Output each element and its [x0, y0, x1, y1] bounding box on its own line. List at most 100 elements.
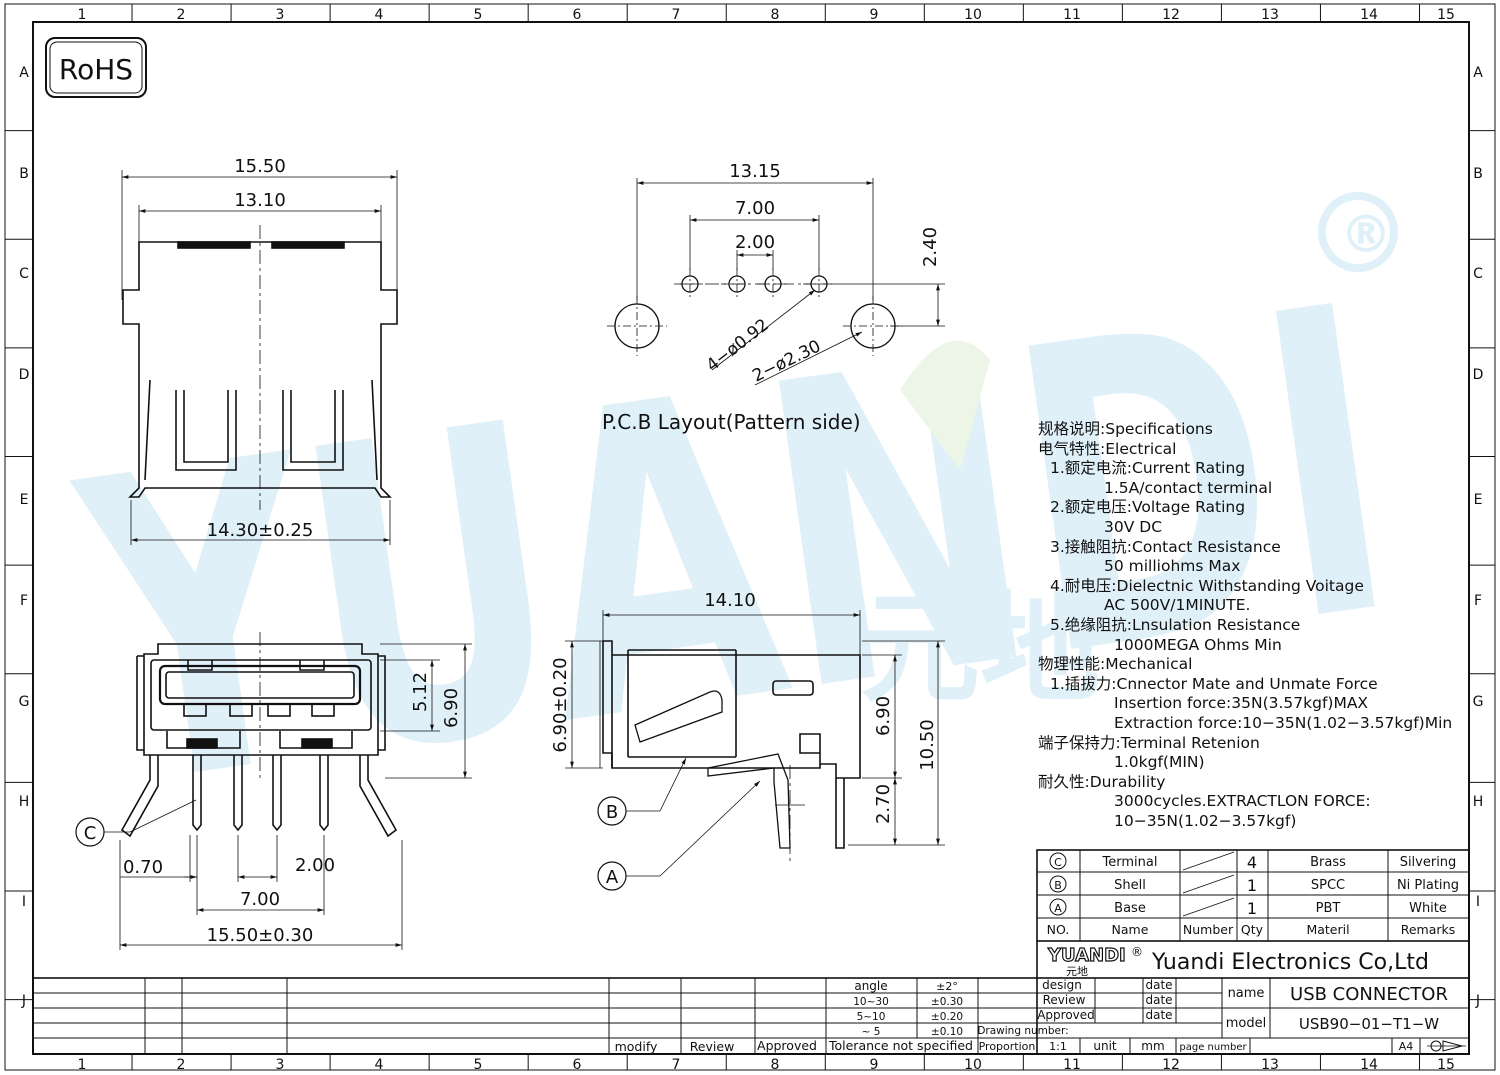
grid-labels: 1122334455667788991010111112121313141415… — [19, 7, 1484, 1073]
side-callout-a: A — [606, 867, 619, 888]
spec-line: 50 milliohms Max — [1038, 557, 1478, 577]
spec-line: 3000cycles.EXTRACTLON FORCE: — [1038, 792, 1478, 812]
company-logo: YUANDI ® 元地 — [1046, 944, 1143, 978]
rohs-text: RoHS — [59, 53, 133, 86]
grid-col-top: 7 — [672, 7, 681, 23]
grid-col-top: 9 — [870, 7, 879, 23]
spec-cn: 1.额定电流: — [1050, 459, 1133, 478]
side-dim-height: 6.90 — [873, 696, 894, 736]
side-callout-b: B — [606, 802, 618, 823]
tol-value: ±0.30 — [931, 996, 963, 1008]
spec-en: Electrical — [1105, 439, 1177, 458]
spec-en: 1.5A/contact terminal — [1104, 478, 1273, 497]
grid-col-bottom: 3 — [276, 1057, 285, 1073]
bom-header: Materil — [1306, 922, 1349, 937]
spec-en: AC 500V/1MINUTE. — [1104, 596, 1251, 615]
spec-cn: 规格说明: — [1038, 420, 1106, 438]
spec-cn: 4.耐电压: — [1050, 576, 1117, 595]
grid-col-bottom: 13 — [1261, 1057, 1279, 1073]
bom-row-no: A — [1054, 902, 1062, 915]
label-drawing-number: Drawing number: — [977, 1025, 1068, 1037]
label-name: name — [1228, 986, 1265, 1001]
spec-cn: 1.插拔力: — [1050, 674, 1117, 693]
spec-en: Voltage Rating — [1132, 498, 1246, 517]
grid-col-top: 10 — [964, 7, 982, 23]
top-dim-base: 14.30±0.25 — [207, 520, 314, 541]
label-date: date — [1145, 1008, 1172, 1022]
grid-row-right: C — [1473, 266, 1483, 282]
grid-col-bottom: 12 — [1162, 1057, 1180, 1073]
spec-line: Extraction force:10−35N(1.02−3.57kgf)Min — [1038, 714, 1478, 734]
tol-angle-value: ±2° — [936, 980, 958, 993]
product-name: USB CONNECTOR — [1290, 984, 1448, 1005]
grid-row-right: J — [1475, 993, 1480, 1009]
grid-col-top: 14 — [1360, 7, 1378, 23]
bom-header: Remarks — [1401, 922, 1456, 937]
grid-col-top: 4 — [375, 7, 384, 23]
grid-row-right: I — [1476, 894, 1480, 910]
spec-line: 3.接触阻抗:Contact Resistance — [1038, 538, 1478, 558]
spec-line: 2.额定电压:Voltage Rating — [1038, 498, 1478, 518]
front-dim-pins: 7.00 — [240, 889, 280, 910]
pcb-layout — [607, 178, 945, 386]
bom-row-material: Brass — [1310, 855, 1346, 870]
grid-row-left: D — [19, 367, 30, 383]
label-review: Review — [1043, 993, 1086, 1007]
label-modify: modify — [615, 1039, 658, 1054]
spec-cn: 5.绝缘阻抗: — [1050, 615, 1133, 634]
side-dim-body: 6.90±0.20 — [550, 657, 571, 752]
grid-row-left: H — [19, 794, 30, 810]
side-dim-length: 14.10 — [704, 590, 756, 611]
label-model: model — [1226, 1016, 1266, 1031]
bom-header: Qty — [1241, 922, 1264, 937]
grid-row-right: B — [1473, 166, 1483, 182]
registered-icon — [1318, 192, 1398, 272]
bom-row-remark: Silvering — [1400, 855, 1457, 870]
label-page-number: page number — [1179, 1042, 1247, 1053]
rohs-badge: RoHS — [45, 37, 147, 98]
grid-col-top: 15 — [1437, 7, 1455, 23]
spec-en: Extraction force:10−35N(1.02−3.57kgf)Min — [1114, 713, 1453, 732]
grid-col-bottom: 11 — [1063, 1057, 1081, 1073]
front-view — [75, 632, 472, 950]
spec-en: Terminal Retenion — [1120, 733, 1260, 752]
spec-cn: 耐久性: — [1038, 772, 1090, 791]
watermark-cn: 元地 — [860, 580, 1100, 719]
label-revision-review: Review — [690, 1039, 735, 1054]
front-dim-total: 15.50±0.30 — [207, 925, 314, 946]
grid-col-bottom: 9 — [870, 1057, 879, 1073]
grid-col-top: 5 — [474, 7, 483, 23]
grid-col-bottom: 10 — [964, 1057, 982, 1073]
bom-header: Name — [1112, 922, 1149, 937]
tol-range: 10~30 — [853, 996, 889, 1008]
bom-row-name: Base — [1114, 901, 1146, 916]
bom-row-name: Terminal — [1102, 855, 1158, 870]
spec-en: 30V DC — [1104, 517, 1163, 536]
grid-row-left: F — [20, 593, 28, 609]
logo-cn: 元地 — [1066, 965, 1088, 978]
spec-en: Cnnector Mate and Unmate Force — [1116, 674, 1378, 693]
terminal-pin — [272, 755, 282, 832]
grid-row-right: F — [1474, 593, 1482, 609]
bom-row-remark: White — [1409, 901, 1447, 916]
label-unit: unit — [1093, 1039, 1117, 1053]
side-view — [565, 610, 945, 891]
label-revision-approved: Approved — [757, 1038, 817, 1053]
spec-line: 5.绝缘阻抗:Lnsulation Resistance — [1038, 616, 1478, 636]
grid-col-bottom: 2 — [177, 1057, 186, 1073]
top-view — [121, 170, 398, 545]
bom-header: Number — [1183, 922, 1234, 937]
grid-row-left: A — [19, 65, 29, 81]
spec-cn: 电气特性: — [1038, 439, 1106, 458]
grid-col-top: 12 — [1162, 7, 1180, 23]
logo-text: YUANDI — [1047, 945, 1126, 966]
spec-en: Insertion force:35N(3.57kgf)MAX — [1114, 694, 1369, 713]
grid-col-top: 1 — [78, 7, 87, 23]
spec-en: Dielectnic Withstanding Voitage — [1116, 576, 1364, 595]
scale-value: 1:1 — [1049, 1040, 1067, 1053]
grid-col-top: 11 — [1063, 7, 1081, 23]
title-block — [32, 941, 1470, 1055]
bom-row-remark: Ni Plating — [1397, 878, 1459, 893]
grid-col-bottom: 7 — [672, 1057, 681, 1073]
